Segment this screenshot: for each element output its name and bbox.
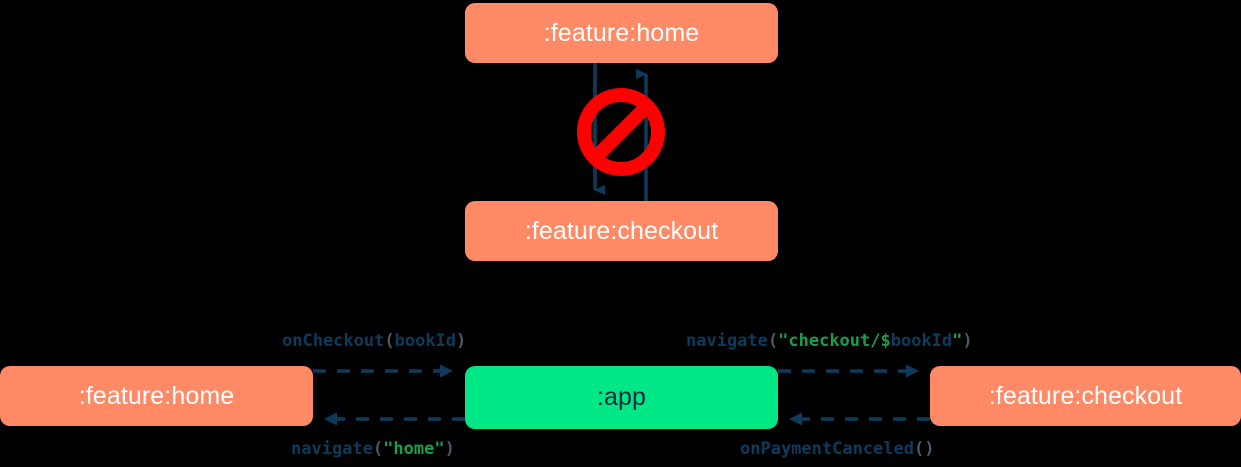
token-punct: ( (914, 439, 925, 459)
prohibition-icon (577, 88, 665, 176)
token-punct: ( (384, 331, 395, 351)
token-ident: bookId (890, 331, 953, 351)
token-string: "checkout/$ (778, 331, 891, 351)
node-top-feature-home[interactable]: :feature:home (465, 3, 778, 63)
token-punct: ( (767, 331, 779, 351)
token-ident: bookId (394, 331, 457, 351)
edge-label-on-checkout: onCheckout(bookId) (282, 331, 466, 351)
node-label: :feature:home (543, 18, 700, 47)
node-label: :feature:checkout (988, 381, 1183, 410)
token-punct: ) (924, 439, 935, 459)
node-bottom-feature-checkout[interactable]: :feature:checkout (930, 366, 1241, 426)
node-label: :feature:home (78, 381, 235, 410)
token-punct: ) (456, 331, 467, 351)
node-top-feature-checkout[interactable]: :feature:checkout (465, 201, 778, 261)
token-string: "home" (383, 439, 445, 459)
edge-label-navigate-home: navigate("home") (291, 439, 455, 459)
token-punct: ( (372, 439, 384, 459)
edge-label-navigate-checkout: navigate("checkout/$bookId") (686, 331, 973, 351)
token-ident: navigate (291, 439, 373, 459)
token-punct: ) (962, 331, 973, 351)
node-label: :app (596, 383, 647, 411)
edge-label-on-payment-canceled: onPaymentCanceled() (740, 439, 935, 459)
node-bottom-app[interactable]: :app (465, 366, 778, 429)
node-bottom-feature-home[interactable]: :feature:home (0, 366, 313, 426)
token-string: " (952, 331, 963, 351)
node-label: :feature:checkout (524, 216, 719, 245)
token-punct: ) (444, 439, 455, 459)
token-ident: navigate (686, 331, 768, 351)
token-ident: onPaymentCanceled (740, 439, 914, 459)
token-ident: onCheckout (282, 331, 385, 351)
